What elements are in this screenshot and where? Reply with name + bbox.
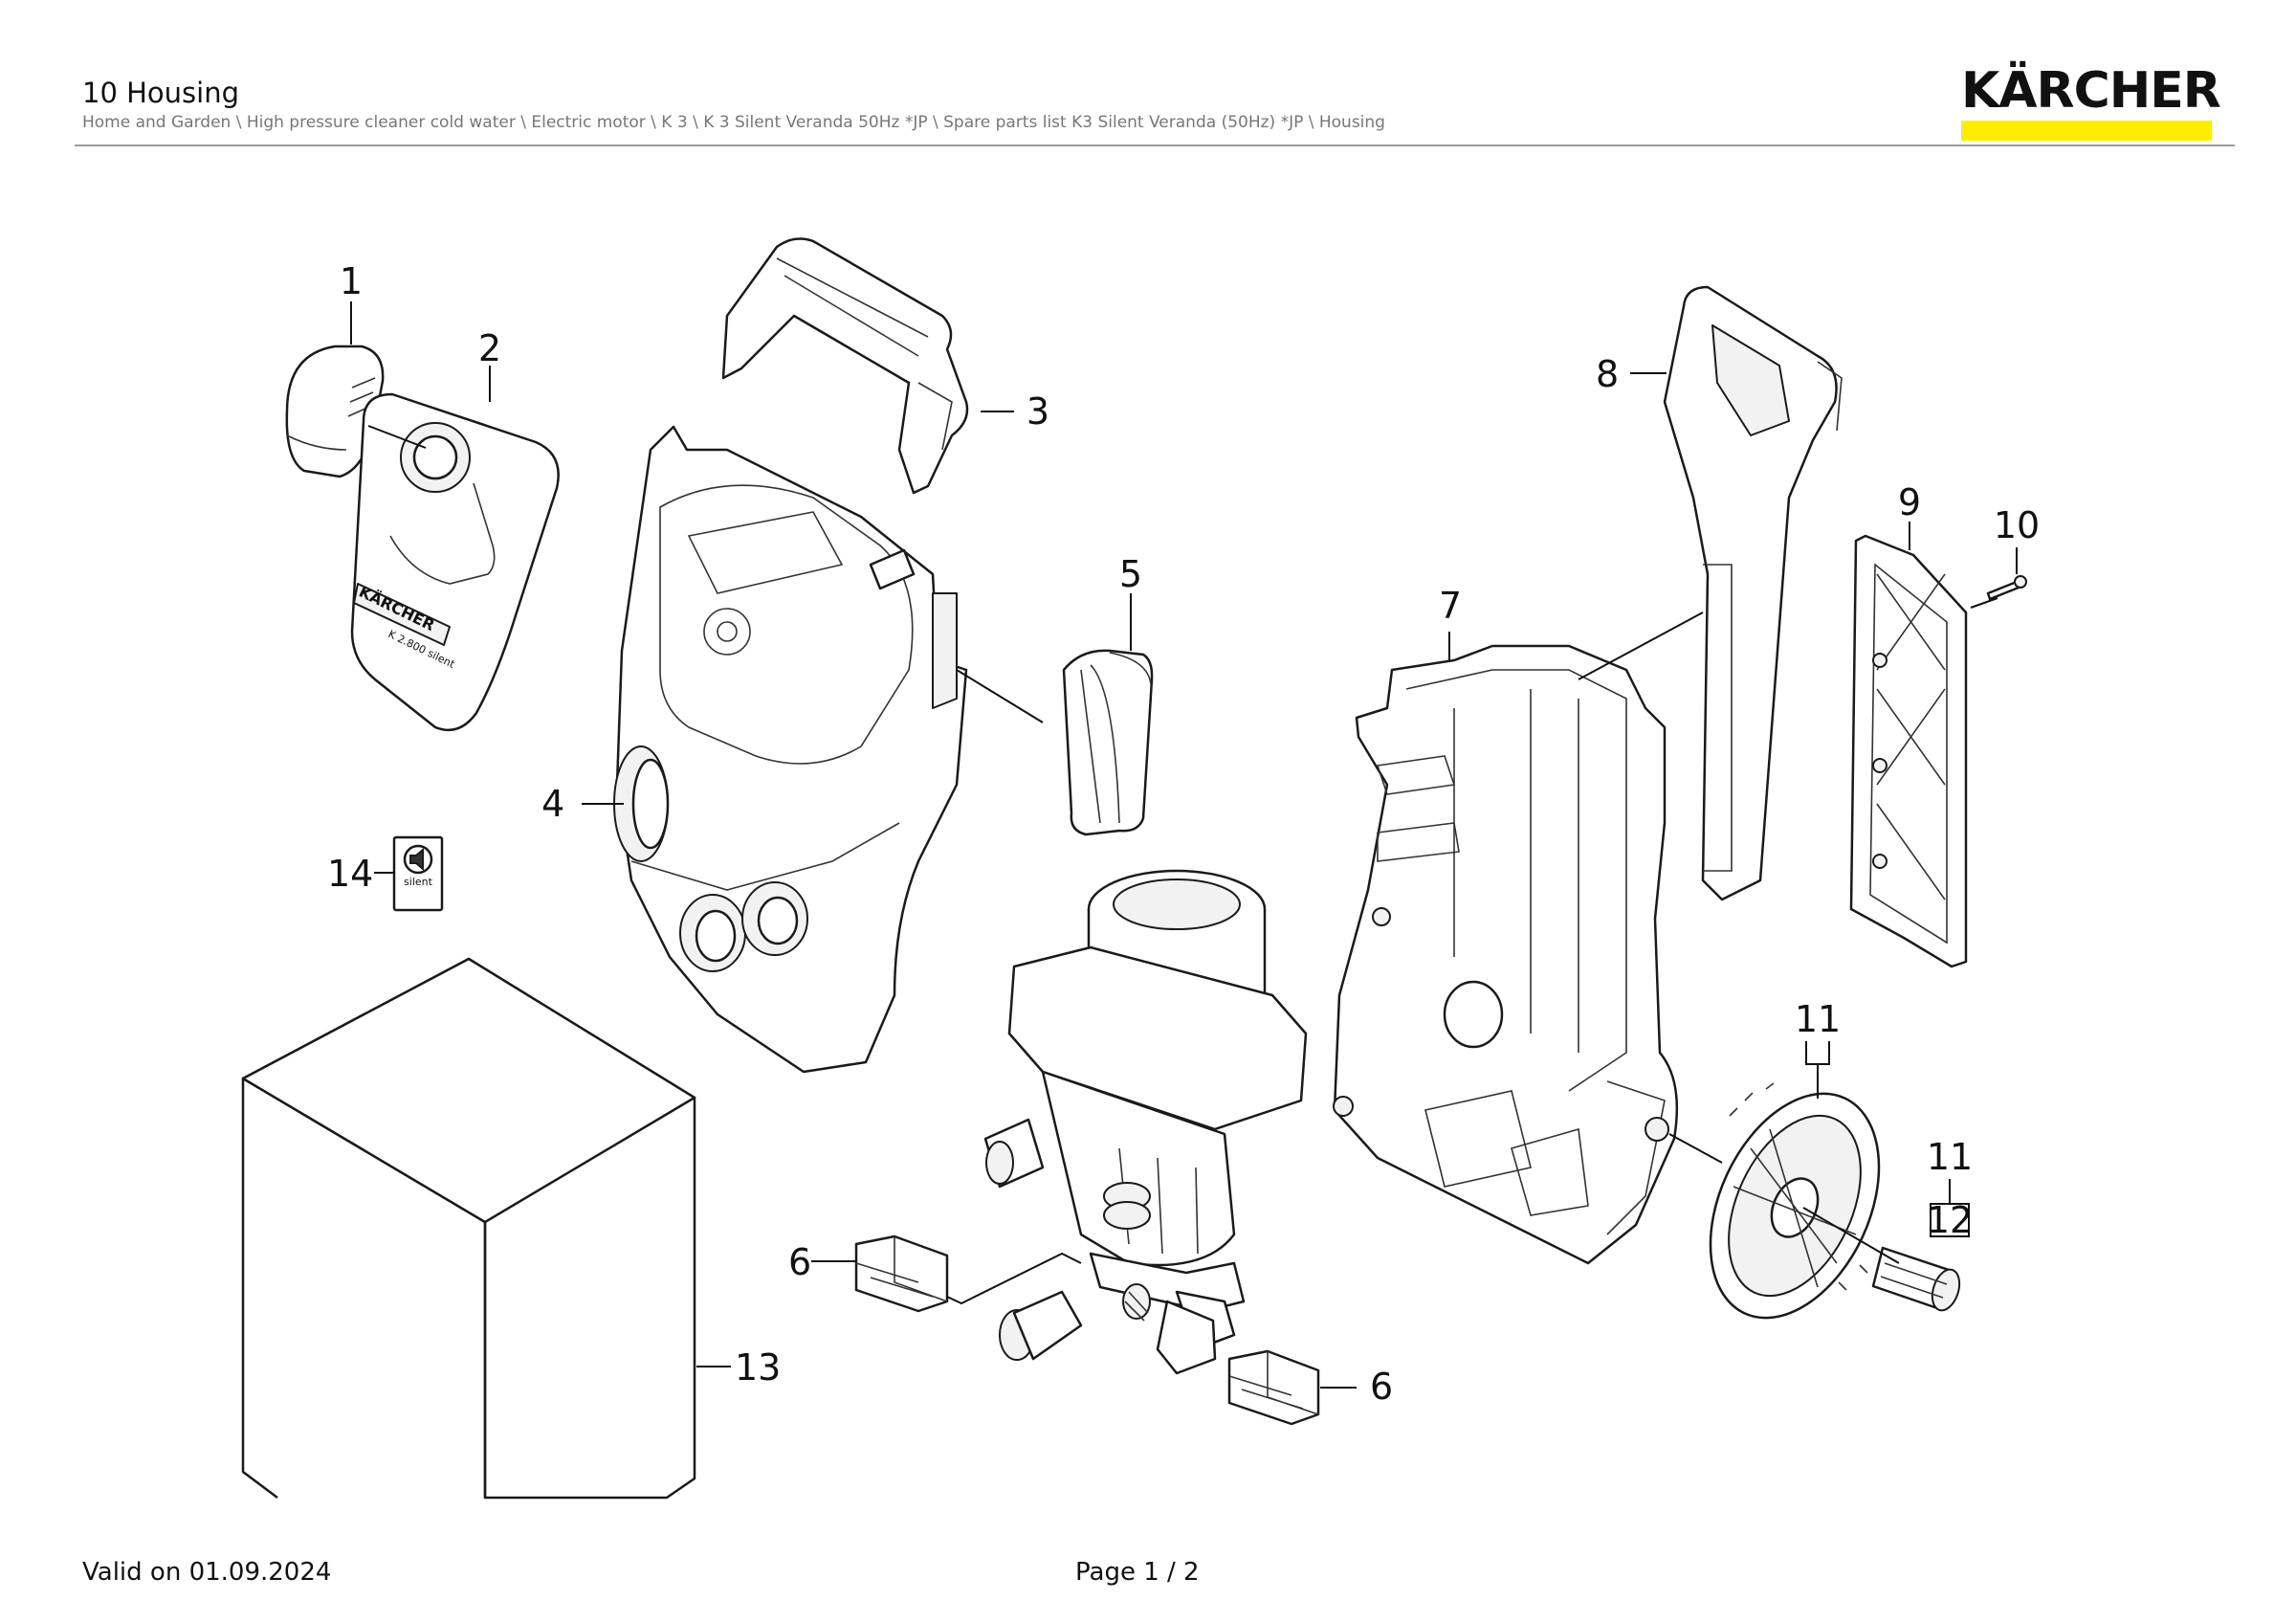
part-8-rear-handle xyxy=(1663,285,1843,901)
callout-6b: 6 xyxy=(1370,1366,1393,1408)
leader-lines xyxy=(350,301,2018,1389)
callout-1: 1 xyxy=(340,260,363,302)
part-6-foot-right xyxy=(1227,1349,1320,1426)
part-12-axle-pin xyxy=(1871,1246,1961,1312)
callout-6a: 6 xyxy=(788,1241,811,1283)
callout-5: 5 xyxy=(1119,553,1142,595)
logo-yellow-bar xyxy=(1961,121,2212,141)
part-11-wheel xyxy=(1709,1082,1881,1320)
badge-word: silent xyxy=(404,876,433,888)
callout-13: 13 xyxy=(735,1346,781,1389)
page-indicator: Page 1 / 2 xyxy=(1075,1558,1200,1587)
part-3-top-handle xyxy=(721,237,969,495)
callout-10: 10 xyxy=(1994,504,2040,546)
part-14-silent-badge: silent xyxy=(392,835,444,912)
callout-12: 12 xyxy=(1927,1199,1973,1241)
part-6-foot-left xyxy=(854,1234,949,1313)
part-10-screw xyxy=(1986,575,2027,601)
callout-11b: 11 xyxy=(1927,1136,1973,1178)
callout-8: 8 xyxy=(1596,353,1619,395)
part-9-rear-panel xyxy=(1849,534,1968,968)
brand-logo: KÄRCHER xyxy=(1961,62,2221,141)
callout-4: 4 xyxy=(541,783,564,825)
part-5-clip xyxy=(1062,649,1154,836)
part-4-housing-shell xyxy=(613,425,968,1074)
callout-11a: 11 xyxy=(1795,998,1841,1040)
page-title: 10 Housing xyxy=(82,77,240,109)
pump-motor-assembly xyxy=(983,869,1308,1375)
header-divider xyxy=(75,145,2235,146)
callout-14: 14 xyxy=(327,853,373,895)
validity-date: Valid on 01.09.2024 xyxy=(82,1558,332,1587)
callout-7: 7 xyxy=(1439,585,1462,627)
part-13-box xyxy=(241,957,696,1500)
part-2-front-cover: KÄRCHER K 2.800 silent xyxy=(350,392,560,732)
callout-3: 3 xyxy=(1027,390,1049,433)
callout-2: 2 xyxy=(478,327,501,369)
part-7-chassis-frame xyxy=(1333,644,1679,1265)
logo-wordmark: KÄRCHER xyxy=(1961,62,2221,120)
callout-9: 9 xyxy=(1898,481,1921,523)
breadcrumb[interactable]: Home and Garden \ High pressure cleaner … xyxy=(82,113,1385,132)
part-1-cap xyxy=(285,345,385,478)
